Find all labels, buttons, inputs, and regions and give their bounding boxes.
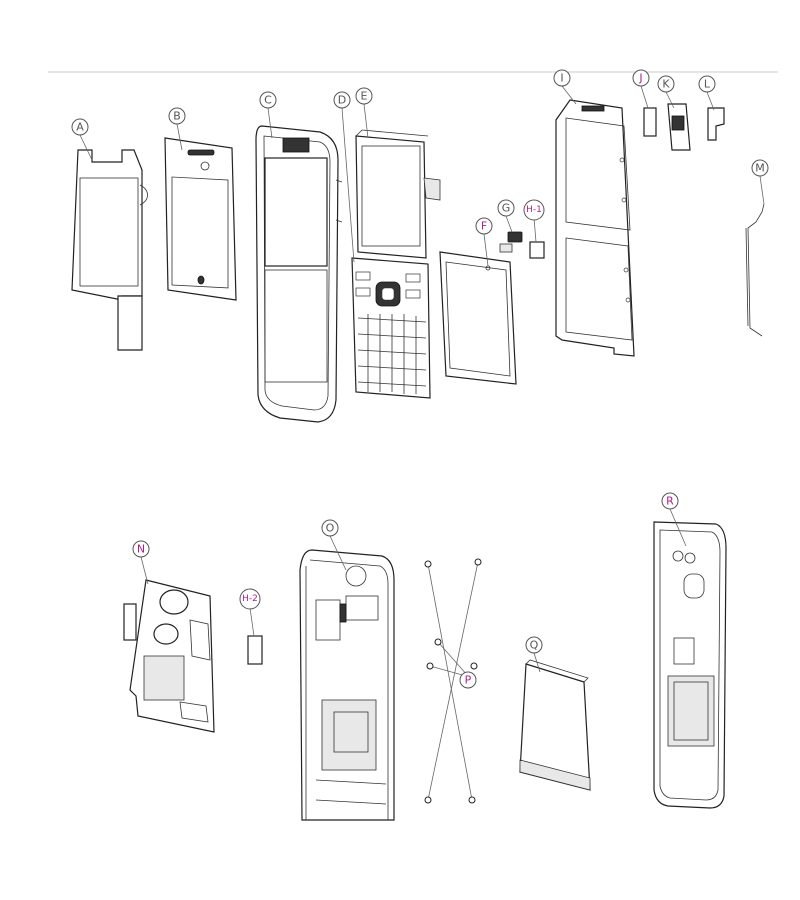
callout-i: I: [553, 69, 571, 87]
callout-q-label: Q: [530, 639, 539, 652]
callout-g: G: [497, 199, 515, 217]
part-k-connector: [667, 103, 691, 151]
part-p-screws: [424, 558, 482, 804]
callout-h2: H-2: [239, 588, 261, 610]
callout-a-label: A: [76, 121, 84, 134]
part-h1-pad: [529, 241, 545, 259]
callout-c: C: [259, 91, 277, 109]
part-m-antenna: [745, 203, 765, 337]
callout-p-label: P: [465, 674, 472, 687]
part-r-battery-cover: [653, 521, 727, 809]
callout-e-label: E: [361, 90, 368, 103]
callout-m-label: M: [755, 162, 765, 175]
callout-q: Q: [525, 636, 543, 654]
part-g-component: [499, 231, 523, 253]
callout-n-label: N: [137, 543, 145, 556]
part-a-window-lens: [71, 149, 148, 351]
part-n-main-board: [123, 579, 215, 733]
callout-o-label: O: [326, 522, 335, 535]
callout-b-label: B: [173, 110, 181, 123]
callout-i-label: I: [560, 72, 563, 85]
callout-o: O: [321, 519, 339, 537]
callout-h1-label: H-1: [526, 205, 542, 215]
callout-f-label: F: [481, 220, 487, 233]
part-h2-pad: [247, 635, 263, 665]
leader-lines: [79, 85, 765, 673]
callout-l-label: L: [704, 78, 711, 91]
callout-p: P: [459, 671, 477, 689]
callout-d-label: D: [338, 94, 346, 107]
callout-k: K: [657, 75, 675, 93]
part-e-lcd-module: [355, 129, 441, 259]
callout-j: J: [632, 69, 650, 87]
part-c-front-cover: [255, 125, 343, 423]
callout-h2-label: H-2: [242, 594, 258, 604]
part-o-mid-chassis: [299, 549, 395, 821]
callout-j-label: J: [638, 72, 642, 85]
part-i-frame-plate: [555, 99, 635, 357]
part-q-battery: [519, 659, 591, 791]
callout-d: D: [333, 91, 351, 109]
callout-n: N: [132, 540, 150, 558]
callout-b: B: [168, 107, 186, 125]
part-l-plate: [707, 107, 725, 141]
callout-l: L: [698, 75, 716, 93]
part-f-shield-plate: [439, 251, 517, 385]
callout-c-label: C: [264, 94, 272, 107]
callout-h1: H-1: [523, 199, 545, 221]
callout-m: M: [751, 159, 769, 177]
callout-a: A: [71, 118, 89, 136]
callout-g-label: G: [502, 202, 511, 215]
callout-k-label: K: [662, 78, 670, 91]
callout-r: R: [661, 492, 679, 510]
callout-f: F: [475, 217, 493, 235]
part-b-display-lens: [164, 137, 237, 301]
part-d-keypad: [351, 257, 431, 399]
part-j-card: [643, 107, 657, 137]
callout-e: E: [355, 87, 373, 105]
callout-r-label: R: [666, 495, 674, 508]
